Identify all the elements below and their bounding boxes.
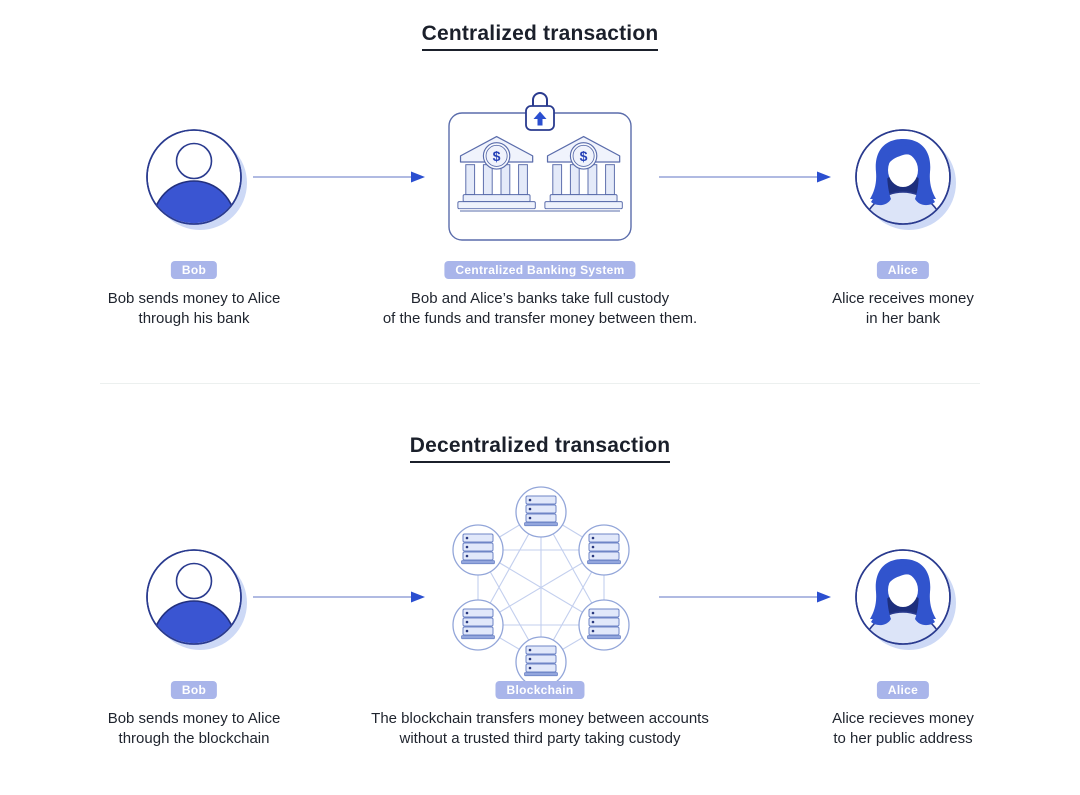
arrow-bob-to-blockchain-icon — [253, 591, 425, 603]
bob-avatar-icon — [146, 129, 247, 230]
section-title-text: Centralized transaction — [421, 22, 659, 51]
centralized-banking-icon: $ — [448, 112, 632, 241]
section-title-text: Decentralized transaction — [409, 434, 671, 463]
arrow-bank-to-alice-icon — [659, 171, 831, 183]
alice-avatar-icon — [855, 129, 956, 230]
alice-caption: Alice receives money in her bank — [832, 290, 974, 327]
alice-avatar-icon — [855, 549, 956, 650]
bob-badge: Bob — [170, 681, 218, 699]
section-divider — [100, 383, 980, 384]
arrow-bob-to-bank-icon — [253, 171, 425, 183]
bob-avatar-icon — [146, 549, 247, 650]
centralized-caption: Bob and Alice’s banks take full custody … — [382, 290, 698, 327]
alice-caption: Alice recieves money to her public addre… — [832, 710, 974, 747]
lock-icon — [525, 92, 555, 131]
blockchain-badge: Blockchain — [495, 681, 585, 699]
blockchain-network-icon — [452, 486, 630, 688]
centralized-section-title: Centralized transaction — [0, 22, 1080, 51]
alice-badge: Alice — [876, 681, 930, 699]
bob-caption: Bob sends money to Alice through the blo… — [107, 710, 281, 747]
alice-badge: Alice — [876, 261, 930, 279]
bob-badge: Bob — [170, 261, 218, 279]
network-nodes — [452, 486, 630, 688]
bob-caption: Bob sends money to Alice through his ban… — [107, 290, 281, 327]
arrow-blockchain-to-alice-icon — [659, 591, 831, 603]
decentralized-section-title: Decentralized transaction — [0, 434, 1080, 463]
centralized-banking-badge: Centralized Banking System — [444, 261, 636, 279]
blockchain-caption: The blockchain transfers money between a… — [371, 710, 709, 747]
